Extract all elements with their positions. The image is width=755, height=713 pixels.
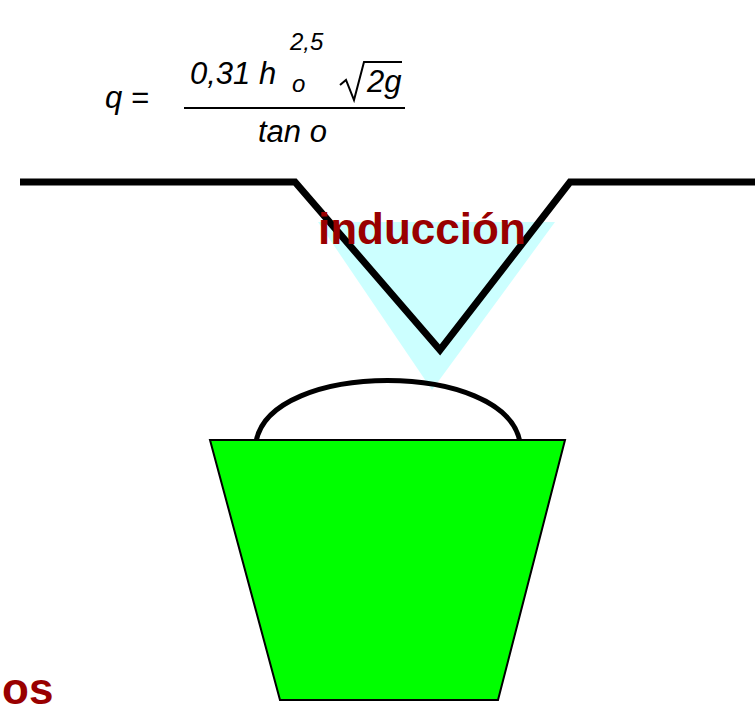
heading-fragment: inducción bbox=[318, 207, 526, 251]
heading-fragment: os bbox=[2, 667, 53, 711]
root-sign bbox=[340, 62, 402, 100]
bucket-handle bbox=[256, 381, 520, 443]
formula-subscript: o bbox=[292, 72, 305, 96]
v-notch-weir bbox=[20, 182, 755, 350]
fraction-bar bbox=[184, 107, 405, 109]
formula-numerator: 0,31 h bbox=[190, 58, 276, 89]
formula-lhs: q = bbox=[105, 82, 149, 113]
formula-root-argument: 2g bbox=[367, 66, 401, 97]
formula-denominator: tan o bbox=[258, 116, 327, 147]
formula-exponent: 2,5 bbox=[290, 30, 323, 54]
bucket bbox=[210, 440, 565, 700]
